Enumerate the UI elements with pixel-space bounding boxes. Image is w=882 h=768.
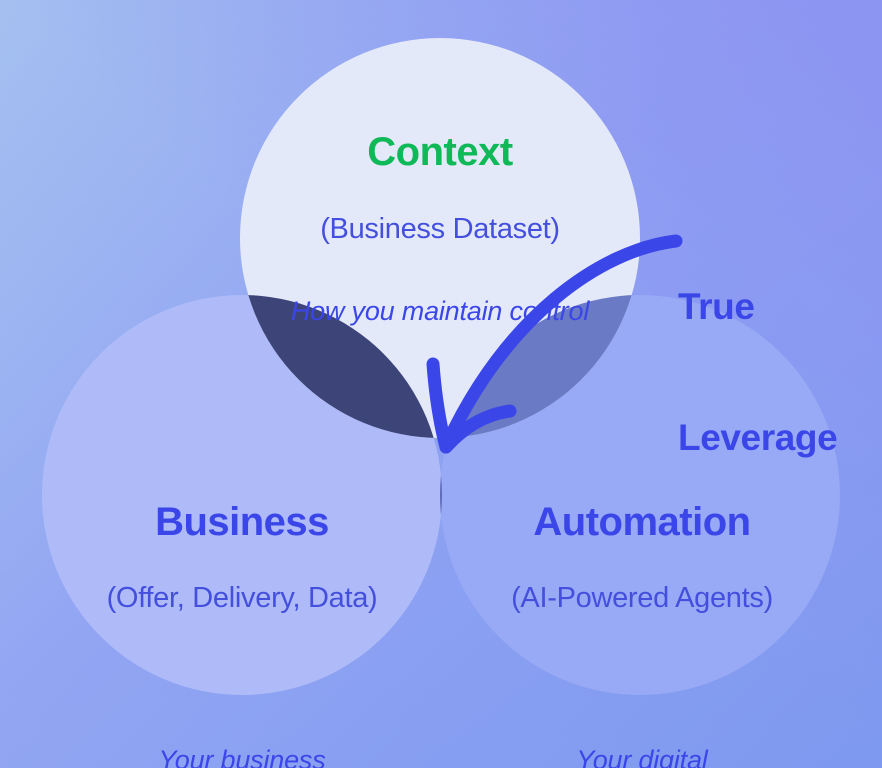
- arrow-barb-right: [439, 404, 517, 454]
- overlap-context-business: [240, 295, 442, 438]
- overlap-context-automation: [440, 295, 640, 438]
- arrow-shaft: [440, 234, 683, 451]
- curved-arrow-icon: [426, 234, 683, 454]
- overlap-context-business-group: [240, 295, 442, 438]
- overlap-context-automation-group: [440, 295, 640, 438]
